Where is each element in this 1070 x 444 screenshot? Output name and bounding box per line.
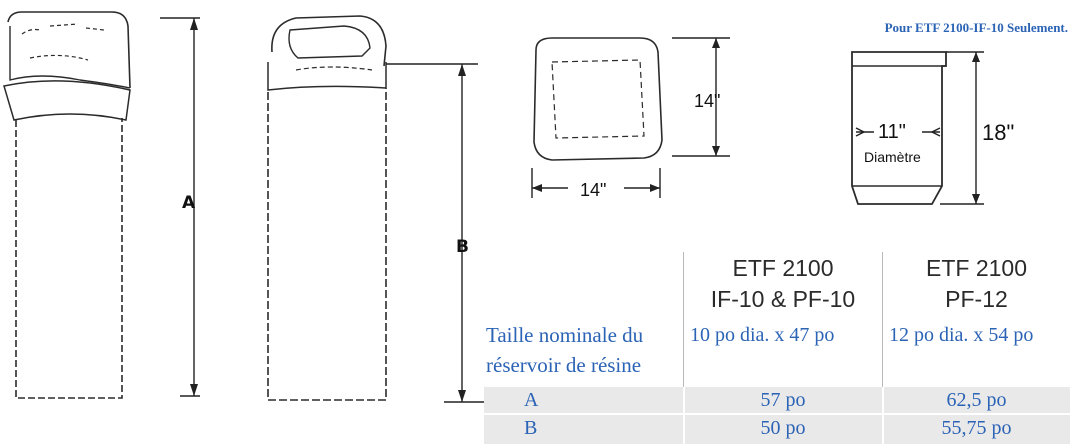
col2-header-line1: ETF 2100 xyxy=(926,256,1027,281)
brine-height-label: 18" xyxy=(982,120,1014,145)
table-row-label: A xyxy=(524,389,539,411)
table-divider xyxy=(683,252,684,444)
table-cell: 50 po xyxy=(760,417,806,439)
softener-side-view-a xyxy=(3,11,131,399)
table-divider xyxy=(882,252,883,444)
dim-a-label: A xyxy=(182,193,196,213)
top-width-label: 14" xyxy=(580,180,606,200)
table-row-label: B xyxy=(524,417,538,439)
table-cell: 62,5 po xyxy=(946,389,1007,411)
brine-diameter-label: 11" xyxy=(878,121,906,143)
table-row-label: Taille nominale du réservoir de résine xyxy=(484,322,683,384)
row-separator xyxy=(484,413,1070,415)
table-divider xyxy=(882,387,884,444)
table-divider xyxy=(683,387,685,444)
softener-top-view: 14" 14" xyxy=(531,37,730,200)
softener-side-view-b xyxy=(267,15,387,401)
table-row-a xyxy=(484,387,1070,413)
table-cell: 55,75 po xyxy=(941,417,1012,439)
col1-header-line2: IF-10 & PF-10 xyxy=(710,286,856,312)
dimension-b: B xyxy=(386,63,484,403)
table-row-b xyxy=(484,415,1070,444)
brine-tank-drawing: 18" 11" Diamètre xyxy=(851,51,1014,205)
col1-header: ETF 2100 IF-10 & PF-10 xyxy=(684,256,882,320)
col2-header: ETF 2100 PF-12 xyxy=(883,256,1070,320)
row1-label-line1: Taille nominale du xyxy=(486,323,644,347)
table-cell: 57 po xyxy=(760,389,806,411)
row1-label-line2: réservoir de résine xyxy=(486,353,642,377)
table-cell: 10 po dia. x 47 po xyxy=(690,324,835,346)
dimension-a: A xyxy=(160,17,200,397)
brine-diameter-word: Diamètre xyxy=(864,149,921,165)
col2-header-line2: PF-12 xyxy=(945,286,1008,312)
specs-table: ETF 2100 IF-10 & PF-10 ETF 2100 PF-12 Ta… xyxy=(484,252,1070,444)
table-cell: 12 po dia. x 54 po xyxy=(889,324,1034,346)
if10-only-note: Pour ETF 2100-IF-10 Seulement. xyxy=(884,20,1068,35)
dim-b-label: B xyxy=(456,237,469,257)
col1-header-line1: ETF 2100 xyxy=(732,256,834,281)
top-depth-label: 14" xyxy=(694,91,720,111)
